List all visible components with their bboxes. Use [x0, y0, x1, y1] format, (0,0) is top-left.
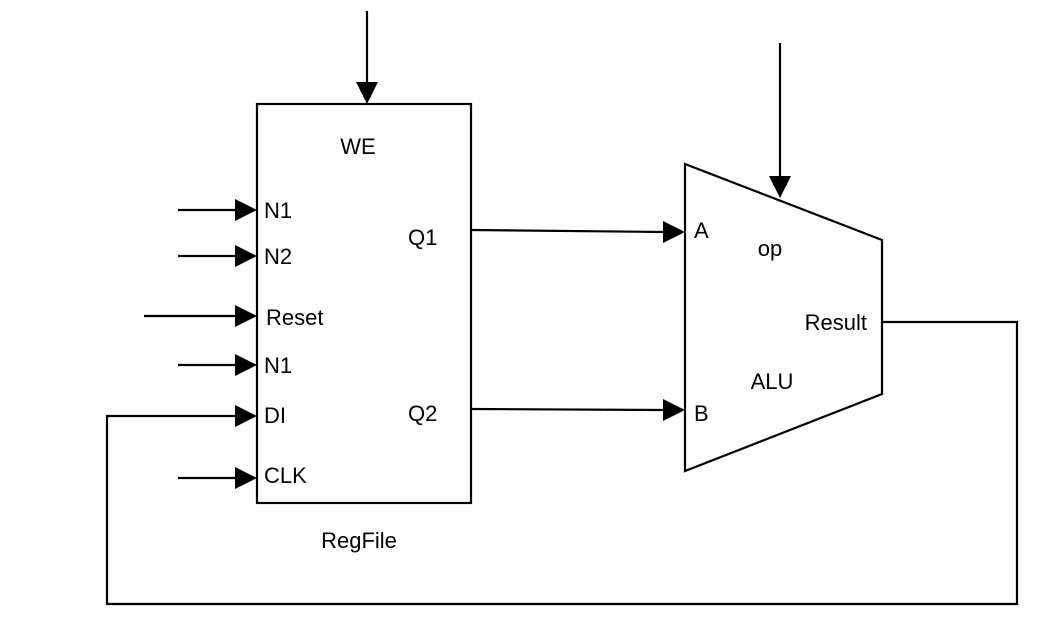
regfile-input-clk-label: CLK: [264, 463, 307, 488]
alu-block: A op Result ALU B: [683, 162, 884, 473]
regfile-output-q2-label: Q2: [408, 401, 437, 426]
alu-trapezoid: [683, 162, 884, 473]
q2-to-b-arrowhead: [663, 399, 685, 421]
alu-name-label: ALU: [751, 369, 794, 394]
regfile-name-label: RegFile: [321, 528, 397, 553]
alu-input-b-label: B: [694, 401, 709, 426]
regfile-box: [255, 102, 473, 505]
di-input-arrowhead: [235, 405, 257, 427]
alu-op-label: op: [758, 236, 782, 261]
n1-input-arrowhead: [235, 199, 257, 221]
regfile-output-q1-label: Q1: [408, 225, 437, 250]
q2-to-b-wire: [470, 407, 665, 412]
regfile-input-n1-second-label: N1: [264, 353, 292, 378]
result-feedback-wire: [105, 320, 1019, 606]
q1-to-a-wire: [470, 228, 665, 234]
regfile-input-n1-label: N1: [264, 198, 292, 223]
alu-input-a-label: A: [694, 218, 709, 243]
regfile-input-n2-label: N2: [264, 244, 292, 269]
regfile-block: WE N1 N2 Reset N1 DI CLK Q1 Q2 RegFile: [255, 102, 473, 553]
reset-input-arrowhead: [235, 305, 257, 327]
n2-input-arrowhead: [235, 245, 257, 267]
wires: [105, 11, 1019, 606]
alu-result-label: Result: [805, 310, 867, 335]
regfile-input-di-label: DI: [264, 403, 286, 428]
op-input-arrowhead: [769, 176, 791, 198]
clk-input-arrowhead: [235, 467, 257, 489]
we-input-arrowhead: [356, 82, 378, 104]
regfile-input-reset-label: Reset: [266, 305, 323, 330]
n1-second-input-arrowhead: [235, 354, 257, 376]
q1-to-a-arrowhead: [663, 221, 685, 243]
regfile-we-label: WE: [340, 134, 375, 159]
